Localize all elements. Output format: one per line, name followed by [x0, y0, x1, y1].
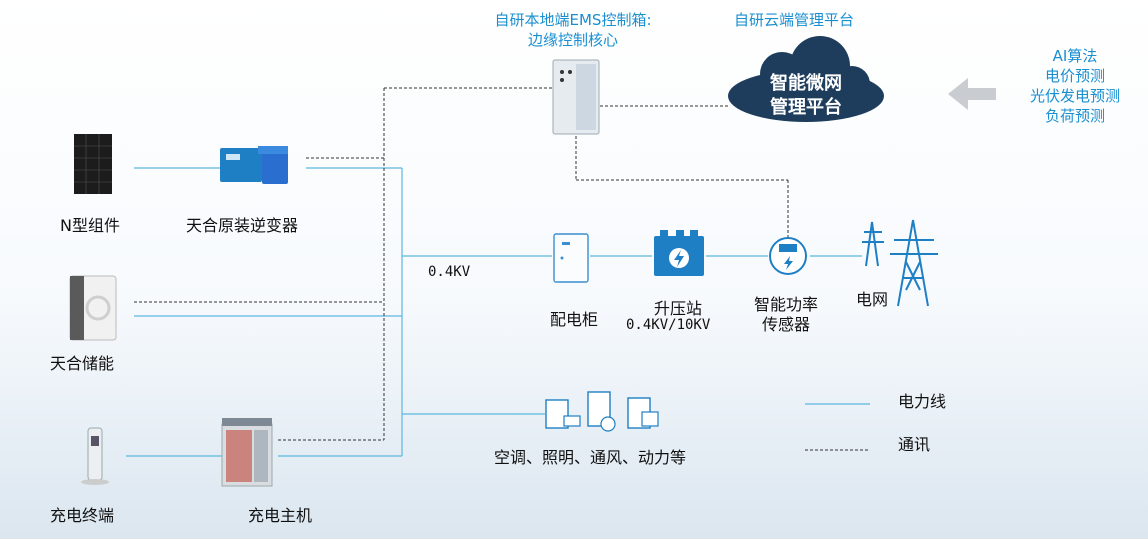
legend-power-line-label: 电力线	[898, 392, 947, 411]
ai-feature-item: 电价预测	[1044, 67, 1105, 85]
ai-features-list: AI算法 电价预测 光伏发电预测 负荷预测	[1010, 46, 1140, 126]
loads-icon	[545, 391, 659, 432]
cloud-label-line2: 管理平台	[770, 97, 842, 118]
legend-communication-label: 通讯	[898, 435, 931, 454]
ems-title-line1: 自研本地端EMS控制箱:	[494, 11, 652, 29]
charging-host-icon	[221, 418, 273, 487]
cloud-platform-title: 自研云端管理平台	[734, 11, 855, 29]
booster-station-icon	[654, 230, 704, 276]
distribution-cabinet-label: 配电柜	[550, 310, 599, 329]
left-arrow-icon	[948, 78, 996, 110]
charging-terminal-label: 充电终端	[50, 506, 115, 525]
ai-feature-item: 负荷预测	[1044, 107, 1105, 125]
cloud-label-line1: 智能微网	[770, 73, 842, 94]
ems-title-line2: 边缘控制核心	[527, 31, 618, 49]
ems-control-box-icon	[552, 59, 600, 135]
storage-icon	[69, 275, 117, 341]
bus-voltage-label: 0.4KV	[428, 264, 471, 280]
ai-feature-item: 光伏发电预测	[1029, 87, 1120, 105]
cloud-label: 智能微网 管理平台	[742, 72, 870, 120]
loads-label: 空调、照明、通风、动力等	[494, 448, 687, 467]
power-sensor-label: 智能功率 传感器	[754, 295, 818, 335]
power-sensor-label-line2: 传感器	[762, 315, 811, 334]
inverter-icon	[220, 146, 288, 184]
ems-title: 自研本地端EMS控制箱: 边缘控制核心	[462, 10, 684, 50]
grid-label: 电网	[856, 290, 889, 309]
ai-feature-item: AI算法	[1052, 47, 1098, 65]
power-sensor-icon	[769, 237, 807, 275]
pv-module-icon	[74, 134, 112, 194]
cloud-icon	[728, 36, 884, 122]
charging-host-label: 充电主机	[248, 506, 313, 525]
charging-terminal-icon	[81, 427, 109, 485]
storage-label: 天合储能	[50, 354, 115, 373]
grid-tower-icon	[862, 219, 938, 307]
inverter-label: 天合原装逆变器	[186, 216, 299, 235]
booster-station-label: 升压站	[654, 299, 703, 318]
pv-module-label: N型组件	[60, 216, 120, 235]
power-sensor-label-line1: 智能功率	[754, 295, 819, 314]
booster-spec-label: 0.4KV/10KV	[626, 317, 711, 333]
distribution-cabinet-icon	[553, 233, 589, 283]
